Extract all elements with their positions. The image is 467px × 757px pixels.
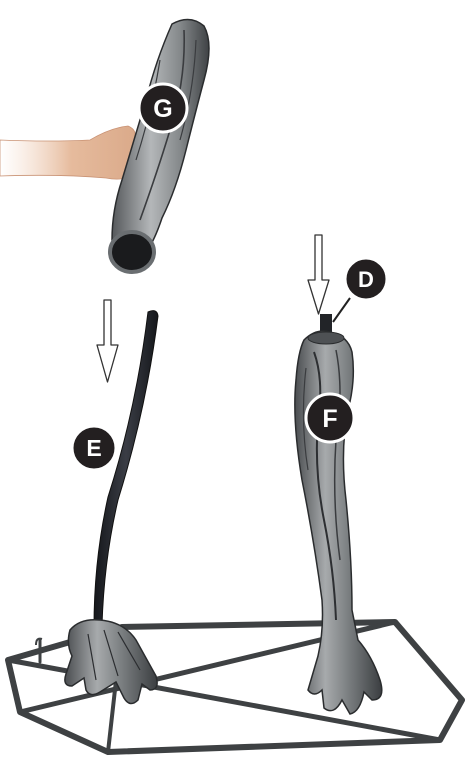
- lower-leg: [295, 314, 382, 714]
- label-badge-g: G: [139, 84, 187, 132]
- leader-line-d: [333, 298, 350, 322]
- label-g: G: [153, 95, 172, 123]
- label-d: D: [358, 267, 374, 292]
- label-badge-f: F: [306, 394, 354, 442]
- label-f: F: [322, 405, 337, 433]
- down-arrow-icon: [308, 235, 329, 314]
- label-badge-e: E: [72, 426, 116, 470]
- label-badge-d: D: [345, 258, 387, 300]
- hand: [0, 126, 142, 179]
- upper-leg-socket: [110, 232, 154, 272]
- down-arrow-icon: [97, 300, 118, 382]
- label-e: E: [86, 435, 101, 461]
